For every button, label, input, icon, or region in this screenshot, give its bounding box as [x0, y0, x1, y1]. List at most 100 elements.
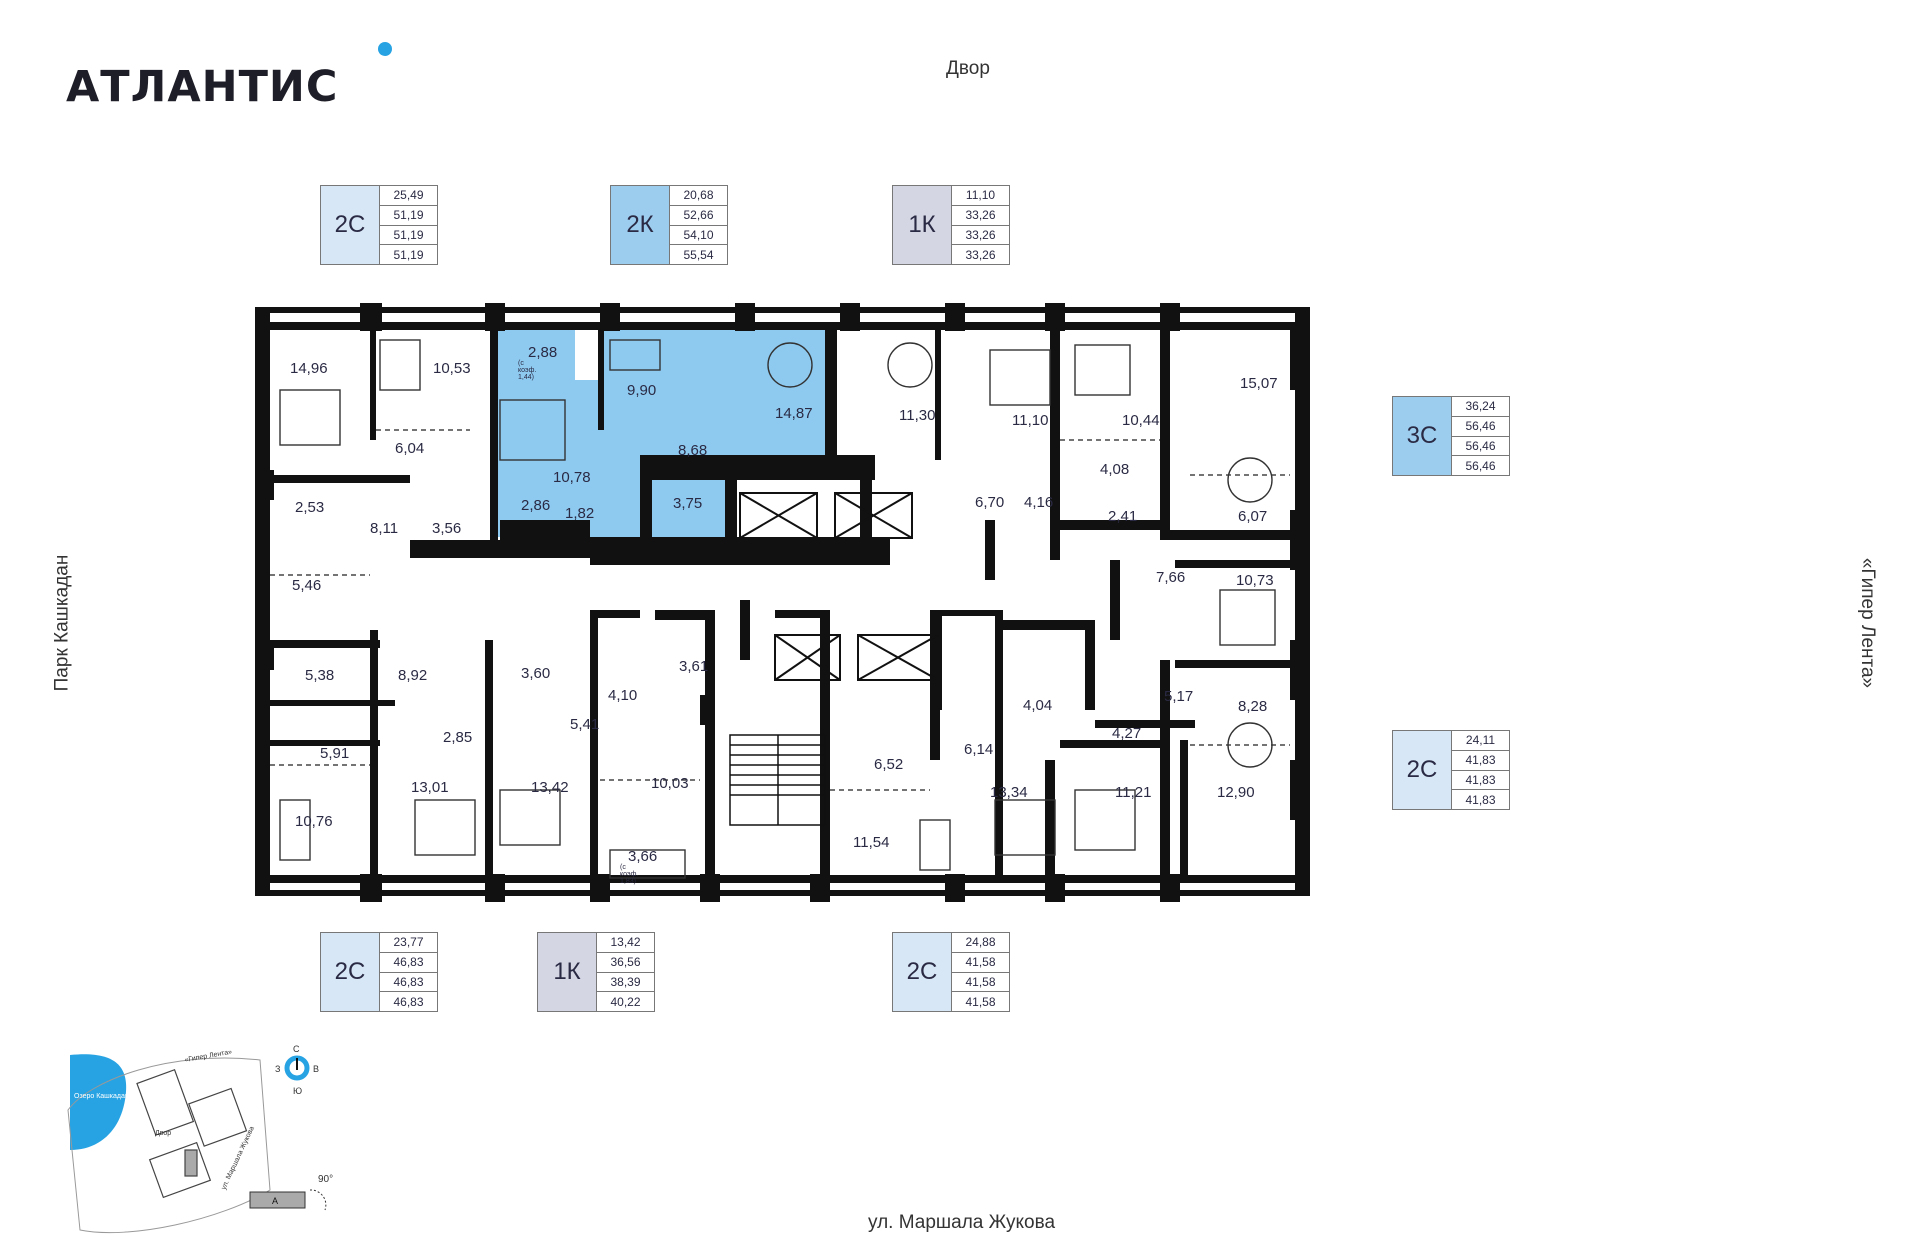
room-area: 12,90 — [1217, 784, 1255, 801]
room-area: 7,66 — [1156, 569, 1186, 586]
rotation-angle: 90° — [318, 1174, 333, 1185]
room-area: 14,96 — [290, 360, 328, 377]
room-area: 6,07 — [1238, 508, 1268, 525]
room-area: 5,41 — [570, 716, 600, 733]
label-courtyard: Двор — [946, 58, 990, 79]
room-area: 3,60 — [521, 665, 551, 682]
room-area: 14,87 — [775, 405, 813, 422]
room-area: 3,75 — [673, 495, 703, 512]
section-label: А — [272, 1196, 278, 1206]
room-area: 8,11 — [370, 520, 399, 537]
card-area: 41,58 — [952, 991, 1010, 1012]
section-marker — [249, 1191, 306, 1209]
room-area: 5,38 — [305, 667, 335, 684]
room-area: 10,73 — [1236, 572, 1274, 589]
room-area: 9,90 — [627, 382, 657, 399]
card-area: 41,83 — [1452, 789, 1510, 810]
room-area: 4,08 — [1100, 461, 1130, 478]
room-area: 6,04 — [395, 440, 425, 457]
card-type: 2С — [892, 932, 952, 1012]
highlight-room[interactable] — [600, 330, 830, 465]
room-area: 5,17 — [1164, 688, 1194, 705]
room-area: 6,14 — [964, 741, 994, 758]
minimap-lake-label: Озеро Кашкадан — [74, 1093, 129, 1100]
label-street: ул. Маршала Жукова — [868, 1212, 1056, 1233]
brand-logo: АТЛАНТИС — [66, 62, 339, 112]
room-area: 2,86 — [521, 497, 551, 514]
elevators — [739, 492, 939, 681]
compass-e: В — [313, 1064, 319, 1074]
card-type: 1К — [892, 185, 952, 265]
card-area: 51,19 — [380, 244, 438, 265]
stairs — [729, 734, 826, 826]
room-area: 4,27 — [1112, 725, 1142, 742]
room-area: 2,85 — [443, 729, 473, 746]
card-area: 55,54 — [670, 244, 728, 265]
room-area: 11,30 — [899, 407, 936, 424]
compass-n: С — [293, 1044, 300, 1054]
lake-shape — [70, 1054, 127, 1150]
room-area: 5,91 — [320, 745, 350, 762]
room-area: 10,44 — [1122, 412, 1160, 429]
room-area: 13,34 — [990, 784, 1028, 801]
card-area: 56,46 — [1452, 455, 1510, 476]
room-area: 2,88 — [528, 344, 558, 361]
room-area: 8,28 — [1238, 698, 1268, 715]
card-type: 1К — [537, 932, 597, 1012]
room-area: 13,01 — [411, 779, 449, 796]
room-area: 11,21 — [1115, 784, 1152, 801]
room-area: 11,10 — [1012, 412, 1049, 429]
card-area: 46,83 — [380, 991, 438, 1012]
card-area: 33,26 — [952, 244, 1010, 265]
room-area-note: (с коэф. 1,44) — [518, 360, 537, 381]
room-area: 10,78 — [553, 469, 591, 486]
room-area: 2,41 — [1108, 508, 1138, 525]
room-area: 10,03 — [651, 775, 689, 792]
minimap-buildings — [136, 1069, 248, 1199]
room-area: 5,46 — [292, 577, 322, 594]
card-type: 2С — [1392, 730, 1452, 810]
card-type: 2С — [320, 932, 380, 1012]
furniture — [279, 339, 1276, 879]
room-area: 13,42 — [531, 779, 569, 796]
room-area: 4,10 — [608, 687, 638, 704]
room-area: 8,68 — [678, 442, 708, 459]
site-minimap: Озеро Кашкадан «Гипер Лента» Двор ул. Ма… — [67, 1044, 333, 1234]
minimap-road-bottom: ул. Маршала Жукова — [220, 1125, 256, 1190]
room-area: 4,16 — [1024, 494, 1054, 511]
card-type: 2К — [610, 185, 670, 265]
room-area: 3,56 — [432, 520, 462, 537]
room-area: 4,04 — [1023, 697, 1053, 714]
card-type: 2С — [320, 185, 380, 265]
minimap-yard: Двор — [155, 1130, 171, 1137]
room-area: 3,66 — [628, 848, 658, 865]
card-area: 40,22 — [597, 991, 655, 1012]
room-area: 15,07 — [1240, 375, 1278, 392]
compass-w: З — [275, 1064, 280, 1074]
room-area: 2,53 — [295, 499, 325, 516]
room-area-note: (с коэф. 1,83) — [620, 864, 639, 885]
room-area: 1,82 — [565, 505, 595, 522]
highlight-room[interactable] — [495, 330, 575, 380]
room-area: 10,53 — [433, 360, 471, 377]
room-area: 11,54 — [853, 834, 890, 851]
room-area: 6,52 — [874, 756, 904, 773]
room-area: 6,70 — [975, 494, 1005, 511]
interior-walls — [270, 330, 1290, 880]
room-area: 10,76 — [295, 813, 333, 830]
minimap-road-top: «Гипер Лента» — [184, 1049, 233, 1064]
room-area: 8,92 — [398, 667, 428, 684]
logo-dot-icon — [378, 42, 392, 56]
compass-s: Ю — [293, 1086, 302, 1096]
room-area: 3,61 — [679, 658, 709, 675]
card-type: 3С — [1392, 396, 1452, 476]
